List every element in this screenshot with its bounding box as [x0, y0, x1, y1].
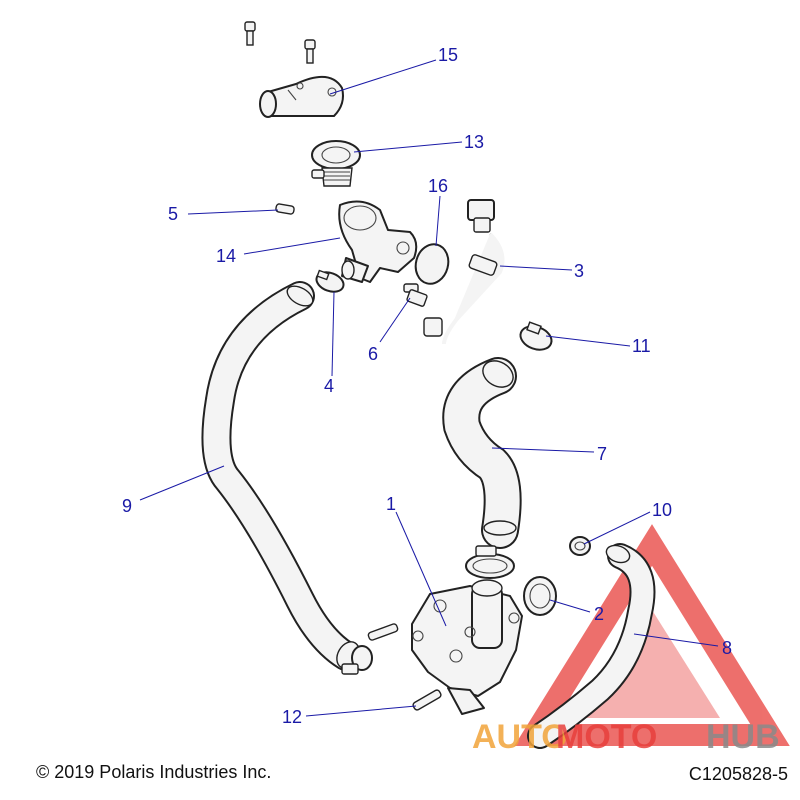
- coolant-hose-middle: [442, 357, 522, 549]
- callout-15: 15: [438, 45, 458, 65]
- temperature-sensor: [403, 283, 428, 307]
- callout-8: 8: [722, 638, 732, 658]
- hose-clamp-right: [519, 321, 553, 351]
- gasket-ring-inner: [529, 583, 551, 609]
- bolt-top-left: [244, 21, 256, 46]
- hose-clamp-lower-left: [341, 645, 373, 675]
- callout-5: 5: [168, 204, 178, 224]
- callout-9: 9: [122, 496, 132, 516]
- figure-id: C1205828-5: [688, 764, 788, 784]
- callout-4: 4: [324, 376, 334, 396]
- thermostat: [311, 140, 361, 187]
- automotohub-watermark-text: AUTO MOTO HUB: [472, 718, 780, 756]
- bolt-top-right: [304, 39, 316, 64]
- coolant-hose-long: [201, 281, 361, 671]
- bolt-12: [412, 689, 442, 711]
- callout-1: 1: [386, 494, 396, 514]
- callout-12: 12: [282, 707, 302, 727]
- hose-clamp-10: [569, 536, 591, 556]
- hose-clamp-middle: [465, 545, 515, 579]
- callout-13: 13: [464, 132, 484, 152]
- callout-14: 14: [216, 246, 236, 266]
- callout-16: 16: [428, 176, 448, 196]
- watermark-moto: MOTO: [556, 718, 657, 756]
- bolt-pump-left: [367, 623, 399, 641]
- gasket-ring: [523, 576, 557, 616]
- callout-7: 7: [597, 444, 607, 464]
- coolant-hose-right: [527, 543, 656, 749]
- callout-3: 3: [574, 261, 584, 281]
- sensor-wire-harness: [423, 199, 505, 345]
- bolt-5: [275, 203, 295, 215]
- callout-6: 6: [368, 344, 378, 364]
- automotohub-watermark-logo: [514, 524, 790, 746]
- o-ring: [414, 243, 450, 285]
- leader-lines: [139, 59, 719, 717]
- copyright-text: © 2019 Polaris Industries Inc.: [36, 762, 272, 782]
- callout-2: 2: [594, 604, 604, 624]
- hose-clamp-upper: [315, 269, 345, 293]
- callout-labels: 15 13 16 5 14 3 4 6 11 7 9 1 10 2 8 12: [122, 45, 732, 727]
- watermark-auto: AUTO: [472, 718, 568, 756]
- thermostat-housing: [338, 200, 418, 283]
- watermark-hub: HUB: [706, 718, 780, 756]
- callout-11: 11: [632, 336, 651, 356]
- callout-10: 10: [652, 500, 672, 520]
- thermostat-housing-cover: [259, 76, 344, 118]
- water-pump: [411, 579, 523, 715]
